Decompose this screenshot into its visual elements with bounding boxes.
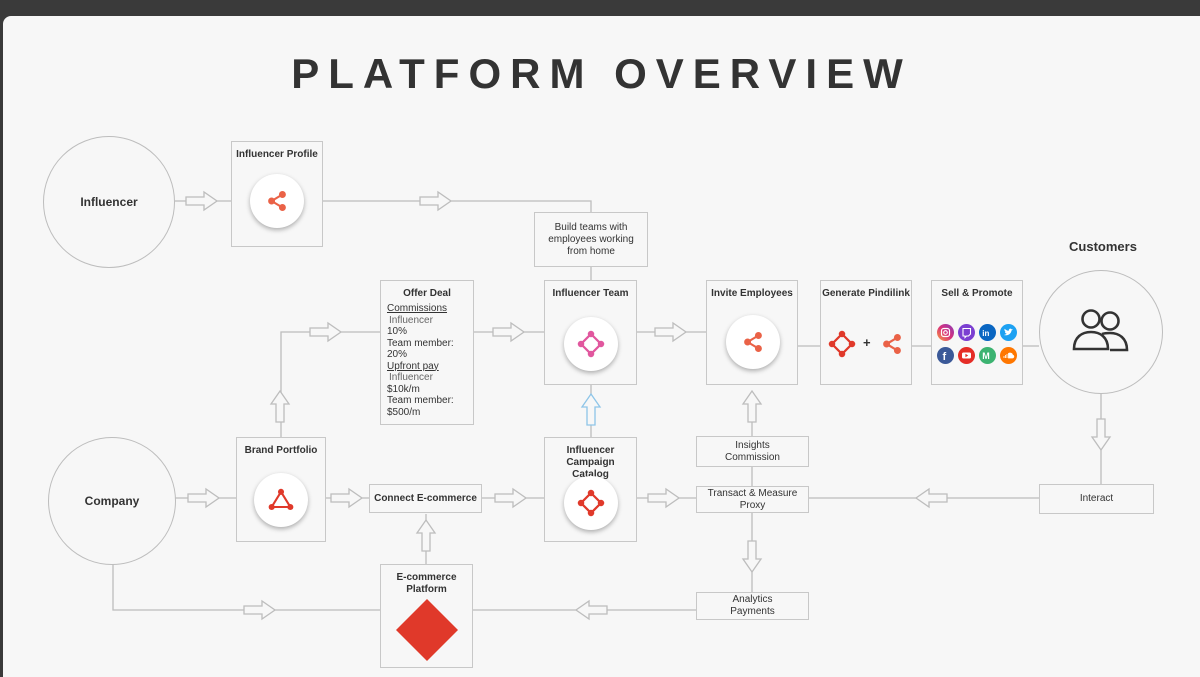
arrow-to-offer [309,321,343,343]
instagram-icon[interactable] [937,324,954,341]
people-icon [1072,309,1129,352]
connector-company-to-ecommerce [112,563,381,611]
influencer-profile-share-button[interactable] [250,174,304,228]
arrow-connect-to-catalog [494,487,528,509]
arrow-company-to-platform [243,599,277,621]
influencer-label: Influencer [80,195,138,209]
svg-text:f: f [943,351,947,363]
svg-text:in: in [982,329,989,338]
generate-pindilink-node: Generate Pindilink + [820,280,912,385]
brand-portfolio-button[interactable] [254,473,308,527]
invite-employees-node: Invite Employees [706,280,798,385]
youtube-icon[interactable] [958,347,975,364]
brand-portfolio-title: Brand Portfolio [244,445,318,456]
arrow-analytics-to-platform [574,599,608,621]
arrow-team-to-invite [654,321,688,343]
offer-deal-title: Offer Deal [403,288,451,299]
arrow-catalog-to-transact [647,487,681,509]
commissions-heading: Commissions [387,303,448,314]
arrow-brand-to-connect [330,487,364,509]
upfront-heading: Upfront pay [387,360,439,372]
twitch-icon[interactable] [958,324,975,341]
twitter-icon[interactable] [1000,324,1017,341]
arrow-catalog-to-team [580,392,602,426]
commission-influencer-value: 10% [387,326,408,337]
arrow-transact-to-analytics [741,540,763,574]
transact-measure-node: Transact & Measure Proxy [696,486,809,513]
commission-team-value: 20% [387,349,408,360]
transact-measure-label: Transact & Measure Proxy [707,487,798,511]
company-label: Company [84,494,140,508]
pindilink-logo-icon [828,330,856,358]
medium-icon[interactable]: M [979,347,996,364]
triangle-network-icon [268,488,294,511]
platform-overview-slide: PLATFORM OVERVIEW Influencer Influencer … [3,16,1200,677]
invite-employees-title: Invite Employees [711,288,793,299]
arrow-transact-to-invite [741,389,763,423]
arrow-customers-to-interact [1090,418,1112,452]
customers-label: Customers [1069,239,1137,254]
ecommerce-platform-node: E-commerce Platform [380,564,473,668]
share-icon [883,334,901,354]
arrow-interact-to-transact [914,487,948,509]
analytics-payments-node: Analytics Payments [696,592,809,620]
arrow-profile-to-team [419,190,453,212]
connector-brand-to-offer [280,331,381,437]
share-icon [744,332,762,352]
upfront-team-value: $500/m [387,406,421,418]
influencer-profile-title: Influencer Profile [236,149,318,160]
insights-commission-label: Insights Commission [724,439,780,463]
commission-influencer-label: Influencer [389,314,433,326]
influencer-team-node: Influencer Team [544,280,637,385]
connect-ecommerce-node: Connect E-commerce [369,484,482,513]
sell-promote-node: Sell & Promote in f M [931,280,1023,385]
upfront-influencer-value: $10k/m [387,383,420,395]
company-actor: Company [48,437,176,565]
build-teams-node: Build teams with employees working from … [534,212,648,267]
offer-deal-node: Offer Deal Commissions Influencer 10% Te… [380,280,474,425]
upfront-influencer-label: Influencer [389,372,433,383]
arrow-platform-to-connect [415,518,437,552]
connector-lines [112,190,1112,621]
arrow-offer-to-team [492,321,526,343]
analytics-payments-label: Analytics Payments [730,594,775,617]
influencer-team-title: Influencer Team [552,288,629,299]
generate-pindilink-title: Generate Pindilink [822,288,910,299]
campaign-catalog-button[interactable] [564,476,618,530]
connect-ecommerce-label: Connect E-commerce [374,492,477,504]
ecommerce-platform-title: E-commerce Platform [396,572,457,595]
pink-network-icon [577,330,605,358]
interact-node: Interact [1039,484,1154,514]
sell-promote-title: Sell & Promote [941,288,1013,299]
influencer-actor: Influencer [43,136,175,268]
invite-employees-share-button[interactable] [726,315,780,369]
influencer-profile-node: Influencer Profile [231,141,323,247]
plus-sign: + [863,335,871,350]
arrow-brand-to-offer [269,389,291,423]
commission-team-label: Team member: [387,337,454,349]
facebook-icon[interactable]: f [937,347,954,364]
campaign-catalog-title: Influencer Campaign Catalog [566,445,615,480]
insights-commission-node: Insights Commission [696,436,809,467]
page-title: PLATFORM OVERVIEW [291,50,912,97]
soundcloud-icon[interactable] [1000,347,1017,364]
build-teams-label: Build teams with employees working from … [548,221,634,257]
campaign-catalog-node: Influencer Campaign Catalog [544,437,637,542]
connector-profile-to-build [323,200,592,212]
share-icon [268,191,286,211]
svg-text:M: M [982,351,990,361]
customers-actor [1039,270,1163,394]
brand-portfolio-node: Brand Portfolio [236,437,326,542]
interact-label: Interact [1079,493,1114,504]
linkedin-icon[interactable]: in [979,324,996,341]
arrow-influencer-to-profile [185,190,219,212]
red-network-icon [577,489,605,517]
offer-deal-details: Commissions Influencer 10% Team member: … [387,303,473,418]
arrow-company-to-brand [187,487,221,509]
red-diamond-icon [396,599,458,661]
upfront-team-label: Team member: [387,395,454,406]
influencer-team-button[interactable] [564,317,618,371]
